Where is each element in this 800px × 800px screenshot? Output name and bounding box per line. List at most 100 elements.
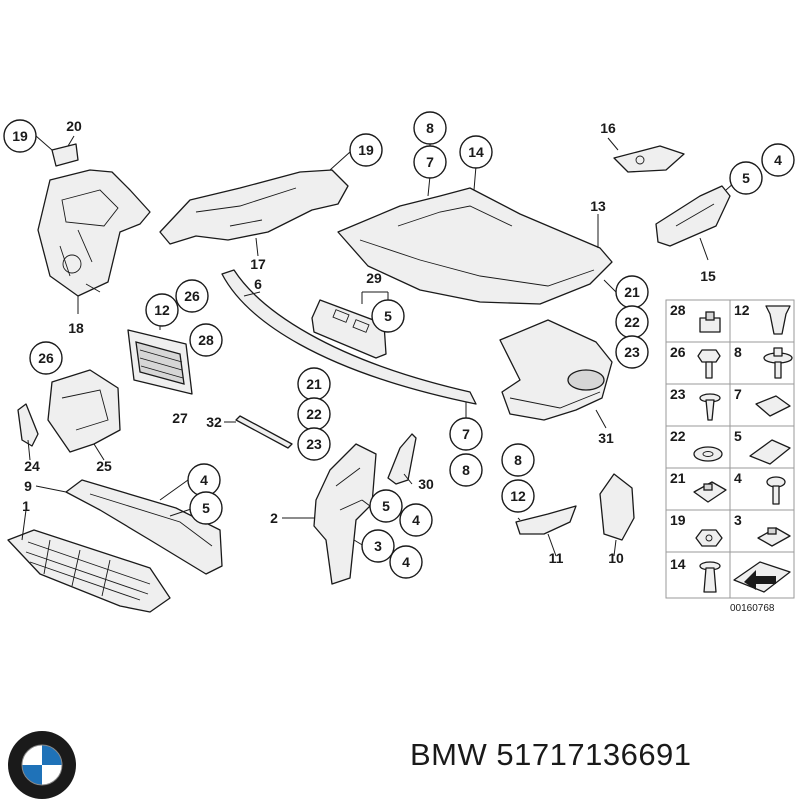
legend-cell [729, 551, 795, 599]
callout-4: 4 [761, 143, 795, 177]
svg-text:12: 12 [510, 488, 526, 504]
callout-5: 5 [729, 161, 763, 195]
svg-text:7: 7 [734, 386, 742, 402]
svg-text:21: 21 [306, 376, 322, 392]
legend-cell: 3 [729, 509, 795, 553]
part-16-bracket [613, 145, 685, 173]
legend-cell: 14 [665, 551, 731, 599]
callout-7: 7 [449, 417, 483, 451]
svg-text:3: 3 [374, 538, 382, 554]
callout-12: 12 [501, 479, 535, 513]
callout-26: 26 [175, 279, 209, 313]
callout-14: 14 [459, 135, 493, 169]
legend-cell: 19 [665, 509, 731, 553]
part-number: 51717136691 [496, 737, 692, 772]
screw-icon [766, 476, 786, 505]
svg-text:5: 5 [384, 308, 392, 324]
legend-cell: 23 [665, 383, 731, 427]
callout-26: 26 [29, 341, 63, 375]
expanding-rivet-icon [765, 305, 791, 335]
legend-cell: 12 [729, 299, 795, 343]
label-16: 16 [600, 120, 616, 136]
svg-text:3: 3 [734, 512, 742, 528]
clip-nut-icon [699, 311, 721, 333]
legend-cell: 5 [729, 425, 795, 469]
part-27-air-duct [127, 329, 193, 395]
callout-22: 22 [615, 305, 649, 339]
legend-cell: 21 [665, 467, 731, 511]
callout-3: 3 [361, 529, 395, 563]
legend-cell: 22 [665, 425, 731, 469]
arrow-plate-icon [733, 561, 791, 593]
label-13: 13 [590, 198, 606, 214]
svg-text:4: 4 [200, 472, 208, 488]
svg-text:23: 23 [670, 386, 686, 402]
footer-part-caption: BMW 51717136691 [410, 737, 790, 773]
svg-text:19: 19 [358, 142, 374, 158]
square-nut-icon [693, 481, 727, 503]
svg-text:22: 22 [306, 406, 322, 422]
svg-text:28: 28 [198, 332, 214, 348]
label-2: 2 [270, 510, 278, 526]
part-15-shield [655, 185, 731, 247]
part-25-duct [47, 369, 121, 453]
svg-text:5: 5 [382, 498, 390, 514]
label-30: 30 [418, 476, 434, 492]
hex-bolt-icon [697, 349, 721, 379]
label-15: 15 [700, 268, 716, 284]
label-10: 10 [608, 550, 624, 566]
part-24-strip [17, 403, 39, 447]
push-rivet-icon [699, 561, 721, 593]
part-9-bracket [65, 479, 223, 575]
label-20: 20 [66, 118, 82, 134]
callout-19: 19 [3, 119, 37, 153]
svg-text:4: 4 [734, 470, 742, 486]
svg-text:28: 28 [670, 302, 686, 318]
label-27: 27 [172, 410, 188, 426]
svg-text:5: 5 [202, 500, 210, 516]
label-9: 9 [24, 478, 32, 494]
tapping-screw-icon [699, 393, 721, 421]
svg-text:12: 12 [734, 302, 750, 318]
label-17: 17 [250, 256, 266, 272]
part-31-shield [499, 319, 613, 421]
legend-cell: 26 [665, 341, 731, 385]
callout-21: 21 [615, 275, 649, 309]
hex-nut-icon [695, 529, 723, 547]
label-29: 29 [366, 270, 382, 286]
svg-text:8: 8 [514, 452, 522, 468]
svg-text:4: 4 [774, 152, 782, 168]
spring-nut-icon [755, 395, 791, 417]
svg-text:5: 5 [742, 170, 750, 186]
part-20-clip [51, 143, 79, 167]
svg-text:7: 7 [426, 154, 434, 170]
bmw-logo-icon [8, 731, 76, 799]
part-1-grille [7, 529, 171, 613]
callout-22: 22 [297, 397, 331, 431]
svg-text:22: 22 [624, 314, 640, 330]
legend-cell: 28 [665, 299, 731, 343]
svg-text:8: 8 [734, 344, 742, 360]
svg-text:4: 4 [412, 512, 420, 528]
callout-23: 23 [297, 427, 331, 461]
label-18: 18 [68, 320, 84, 336]
callout-7: 7 [413, 145, 447, 179]
svg-text:22: 22 [670, 428, 686, 444]
svg-text:12: 12 [154, 302, 170, 318]
svg-text:21: 21 [624, 284, 640, 300]
part-30-bracket [387, 433, 417, 485]
part-18-bracket [37, 169, 151, 297]
callout-12: 12 [145, 293, 179, 327]
svg-text:14: 14 [468, 144, 484, 160]
svg-text:5: 5 [734, 428, 742, 444]
callout-8: 8 [413, 111, 447, 145]
label-32: 32 [206, 414, 222, 430]
fastener-legend: 28 12 26 8 23 7 22 5 21 4 19 3 14 0016 [665, 299, 795, 614]
svg-text:26: 26 [38, 350, 54, 366]
legend-cell: 7 [729, 383, 795, 427]
svg-text:19: 19 [12, 128, 28, 144]
legend-cell: 8 [729, 341, 795, 385]
callout-5: 5 [369, 489, 403, 523]
svg-text:7: 7 [462, 426, 470, 442]
